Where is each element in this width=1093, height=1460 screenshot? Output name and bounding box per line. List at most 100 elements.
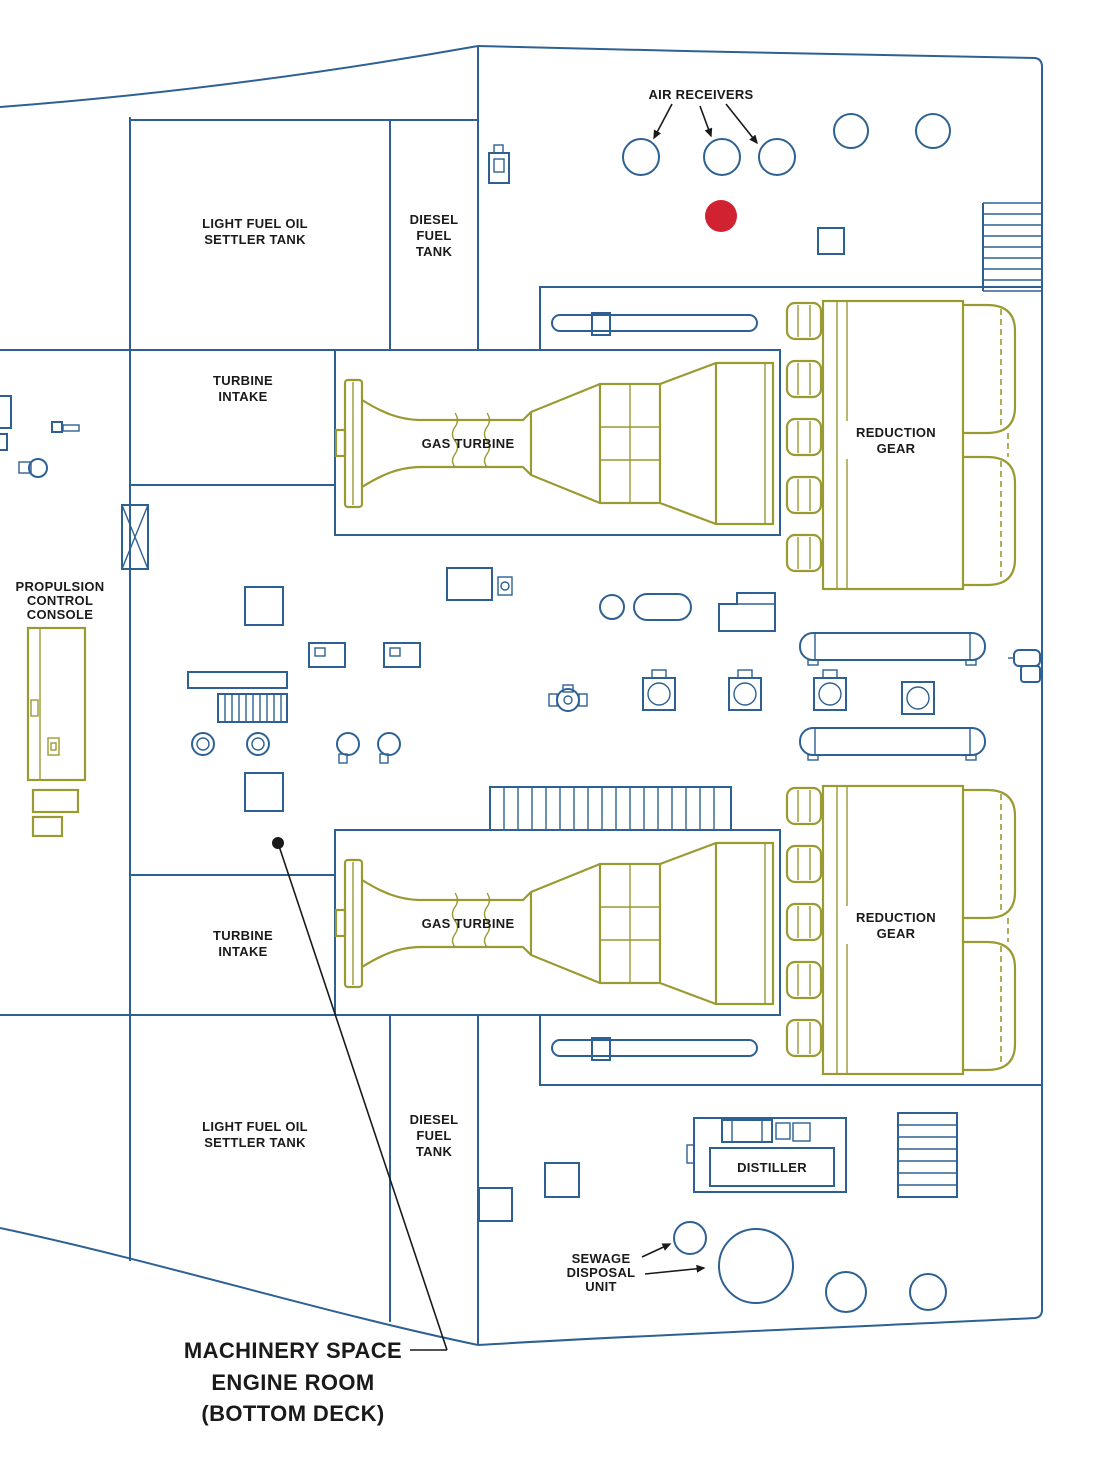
hand-wheel-2 (377, 732, 401, 764)
air-receiver-3 (758, 138, 796, 176)
distiller-unit: DISTILLER (686, 1117, 847, 1193)
horizontal-tank-1 (799, 632, 986, 666)
radiator-rack (489, 786, 732, 831)
sewage-disposal-group (641, 1221, 947, 1313)
sewage-tank-small (673, 1221, 707, 1255)
turbine-intake-top-label-1: TURBINE (213, 373, 273, 388)
valve-unit-1 (642, 669, 676, 711)
gas-turbine-bottom-label: GAS TURBINE (422, 916, 515, 931)
lfo-tank-top-label-1: LIGHT FUEL OIL (202, 216, 308, 231)
reduction-gear-top-label-2: GEAR (877, 441, 916, 456)
small-capsule-tank (633, 593, 692, 621)
reduction-gear-bottom-label-bg (839, 906, 953, 944)
gas-turbine-bottom (333, 828, 782, 1017)
sewage-label-2: DISPOSAL (567, 1265, 636, 1280)
reduction-gear-top-label-bg (839, 421, 953, 459)
tank-circle-top-1 (833, 113, 869, 149)
hull-bottom-curve (0, 1227, 479, 1346)
gas-turbine-top-label: GAS TURBINE (422, 436, 515, 451)
area-labels: LIGHT FUEL OIL SETTLER TANK DIESEL FUEL … (16, 212, 936, 1426)
lfo-tank-bottom-label-1: LIGHT FUEL OIL (202, 1119, 308, 1134)
equipment-box-a (446, 567, 493, 601)
air-receiver-1 (622, 138, 660, 176)
caption-line-1: MACHINERY SPACE (184, 1338, 402, 1363)
wall-upper-machinery (539, 286, 1042, 350)
hull-and-walls (0, 45, 1043, 1346)
air-receivers-label: AIR RECEIVERS (648, 87, 753, 102)
sewage-tank-large (718, 1228, 794, 1304)
equipment-square-d (244, 772, 284, 812)
equipment-glyph-a (497, 576, 513, 596)
small-hatch-square-top (817, 227, 845, 255)
small-hatch-square-bottom-2 (478, 1187, 513, 1222)
sewage-arrow-1 (641, 1243, 672, 1258)
stairs-bottom-right (897, 1112, 958, 1198)
small-pump-base (18, 461, 32, 474)
gas-turbine-top (333, 348, 782, 537)
equipment-square-b (244, 586, 284, 626)
diesel-tank-top-label-2: FUEL (416, 228, 451, 243)
bolt-fitting-2 (246, 732, 270, 756)
extinguisher-symbol (488, 144, 510, 184)
diesel-tank-top-label-1: DIESEL (410, 212, 459, 227)
wall-lower-machinery (539, 1015, 1042, 1086)
small-pump-circle (28, 458, 48, 478)
diesel-tank-bottom-label-1: DIESEL (410, 1112, 459, 1127)
propulsion-console-label-3: CONSOLE (27, 607, 93, 622)
control-panel-2 (383, 642, 421, 668)
propulsion-console-label-1: PROPULSION (16, 579, 105, 594)
turbine-intake-bottom-label-2: INTAKE (218, 944, 267, 959)
lfo-tank-top-label-2: SETTLER TANK (204, 232, 306, 247)
bolt-fitting-1 (191, 732, 215, 756)
stairs-top-right (982, 202, 1042, 292)
small-valve-stem (62, 424, 80, 432)
valve-unit-2 (728, 669, 762, 711)
left-edge-equipment (0, 395, 80, 478)
valve-unit-3 (813, 669, 847, 711)
sewage-label-3: UNIT (585, 1279, 617, 1294)
propulsion-console-unit (26, 626, 87, 838)
air-receiver-arrow-2 (699, 105, 713, 138)
lfo-tank-bottom-label-2: SETTLER TANK (204, 1135, 306, 1150)
turbine-intake-top-label-2: INTAKE (218, 389, 267, 404)
air-receiver-arrow-3 (725, 103, 758, 145)
caption-line-3: (BOTTOM DECK) (201, 1401, 384, 1426)
sliding-door-top (551, 312, 758, 336)
reduction-gear-bottom-label-2: GEAR (877, 926, 916, 941)
engine-room-outline (477, 45, 1043, 1346)
diesel-tank-bottom-label-3: TANK (416, 1144, 453, 1159)
distiller-label: DISTILLER (737, 1160, 807, 1175)
sliding-door-bottom (551, 1037, 758, 1061)
center-floor-equipment (187, 567, 1041, 831)
small-pump-unit (548, 684, 588, 712)
horizontal-tank-2 (799, 727, 986, 761)
reduction-gear-top-label-1: REDUCTION (856, 425, 936, 440)
tank-circle-top-2 (915, 113, 951, 149)
hull-top-curve (0, 45, 479, 108)
diesel-tank-bottom-label-2: FUEL (416, 1128, 451, 1143)
air-receiver-arrow-1 (653, 103, 673, 140)
manifold-rack (187, 671, 288, 723)
control-panel-1 (308, 642, 346, 668)
small-engine-glyph (1008, 649, 1041, 683)
air-receivers-group: AIR RECEIVERS (622, 87, 796, 176)
propulsion-console-label-2: CONTROL (27, 593, 93, 608)
turbine-intake-bottom-label-1: TURBINE (213, 928, 273, 943)
diesel-tank-top-label-3: TANK (416, 244, 453, 259)
sewage-label-1: SEWAGE (572, 1251, 631, 1266)
tank-circle-bottom-2 (909, 1273, 947, 1311)
round-fitting (599, 594, 625, 620)
caption-line-2: ENGINE ROOM (211, 1370, 374, 1395)
reduction-gear-bottom-label-1: REDUCTION (856, 910, 936, 925)
valve-unit-4 (901, 681, 935, 715)
small-valve-body (51, 421, 63, 433)
notched-equipment-box (718, 592, 776, 632)
sewage-arrow-2 (644, 1264, 706, 1275)
bowtie-valve (121, 504, 149, 570)
caption-leader (272, 837, 448, 1351)
hand-wheel-1 (336, 732, 360, 764)
tank-circle-bottom-1 (825, 1271, 867, 1313)
red-location-dot (705, 200, 737, 232)
